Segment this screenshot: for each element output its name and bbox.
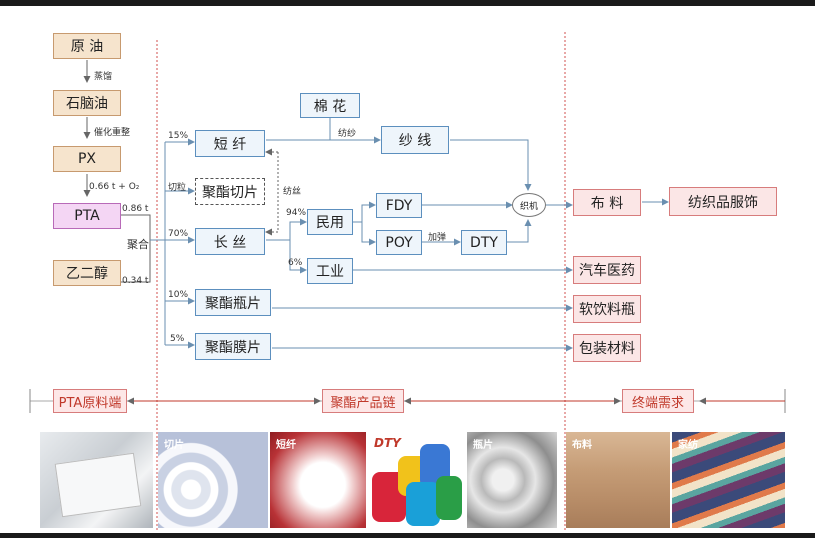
node-poy: POY xyxy=(376,230,422,255)
node-yarn: 纱 线 xyxy=(381,126,449,154)
label-p70: 70% xyxy=(168,229,189,239)
label-p10: 10% xyxy=(168,290,189,300)
chain-end-demand: 终端需求 xyxy=(622,389,694,413)
label-spin-yarn: 纺纱 xyxy=(338,129,357,139)
node-pta: PTA xyxy=(53,203,121,229)
chain-pta-end: PTA原料端 xyxy=(53,389,127,413)
label-p5: 5% xyxy=(170,334,185,344)
photo-caption: DTY xyxy=(374,436,401,450)
photo-staple: 短纤 xyxy=(270,432,366,528)
chain-polyester: 聚酯产品链 xyxy=(322,389,404,413)
node-naphtha: 石脑油 xyxy=(53,90,121,116)
node-dty: DTY xyxy=(461,230,507,255)
label-reform: 催化重整 xyxy=(94,128,131,138)
label-p94: 94% xyxy=(286,208,307,218)
label-p6: 6% xyxy=(288,258,303,268)
photo-pta-bag xyxy=(40,432,153,528)
node-apparel: 纺织品服饰 xyxy=(669,187,777,216)
node-civil: 民用 xyxy=(307,209,353,235)
node-packaging: 包装材料 xyxy=(573,334,641,362)
photo-dty-spools: DTY xyxy=(368,432,465,528)
label-refine: 蒸馏 xyxy=(94,72,113,82)
spool-green xyxy=(436,476,462,520)
label-pta-ratio: 0.86 t xyxy=(122,204,149,214)
node-industrial: 工业 xyxy=(307,258,353,284)
photo-caption: 家纺 xyxy=(678,440,698,451)
label-meg-ratio: 0.34 t xyxy=(122,276,149,286)
photo-caption: 布料 xyxy=(572,440,592,451)
node-crude-oil: 原 油 xyxy=(53,33,121,59)
photo-home-textile: 家纺 xyxy=(672,432,785,528)
bottom-bar xyxy=(0,533,815,538)
spool-cyan xyxy=(406,482,440,526)
node-bottle-chip: 聚酯瓶片 xyxy=(195,289,271,316)
label-p15: 15% xyxy=(168,131,189,141)
photo-caption: 切片 xyxy=(164,440,184,451)
label-polymerize: 聚合 xyxy=(127,236,149,252)
node-polyester-chip: 聚酯切片 xyxy=(195,178,265,205)
label-spin-melt: 纺丝 xyxy=(283,187,302,197)
label-slice: 切粒 xyxy=(168,183,187,193)
photo-bottle-chips: 瓶片 xyxy=(467,432,557,528)
node-cotton: 棉 花 xyxy=(300,93,360,118)
node-fabric: 布 料 xyxy=(573,189,641,216)
node-auto-medical: 汽车医药 xyxy=(573,256,641,284)
label-texturing: 加弹 xyxy=(428,233,447,243)
node-px: PX xyxy=(53,146,121,172)
photo-caption: 瓶片 xyxy=(473,440,493,451)
top-bar xyxy=(0,0,815,6)
node-soft-drink-bottle: 软饮料瓶 xyxy=(573,295,641,323)
node-film-chip: 聚酯膜片 xyxy=(195,333,271,360)
node-loom: 织机 xyxy=(512,193,546,217)
node-fdy: FDY xyxy=(376,193,422,218)
node-staple-fiber: 短 纤 xyxy=(195,130,265,157)
bag-shape xyxy=(54,452,142,518)
photo-caption: 短纤 xyxy=(276,440,296,451)
photo-chips: 切片 xyxy=(158,432,268,528)
node-meg: 乙二醇 xyxy=(53,260,121,286)
node-filament: 长 丝 xyxy=(195,228,265,255)
photo-fabric: 布料 xyxy=(566,432,670,528)
label-px-ratio: 0.66 t + O₂ xyxy=(89,182,140,192)
